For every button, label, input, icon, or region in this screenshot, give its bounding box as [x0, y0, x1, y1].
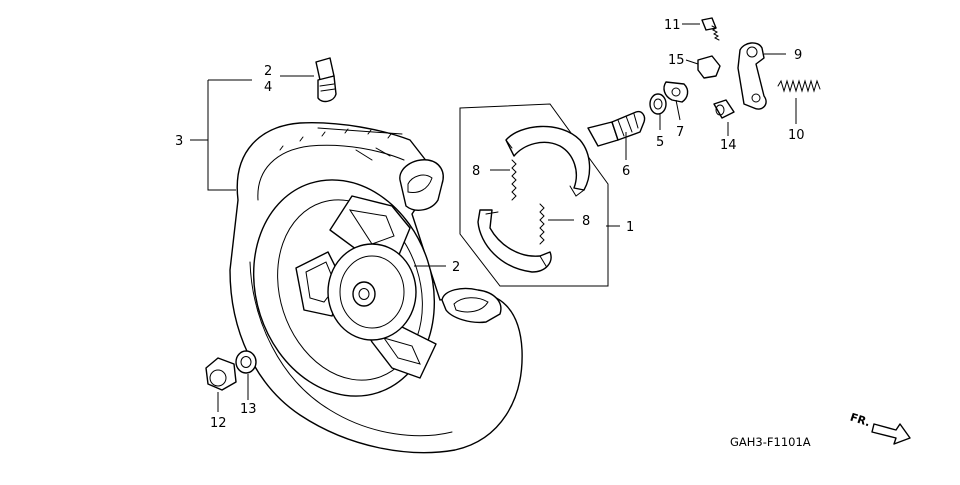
callout-9: 9	[794, 48, 802, 63]
brake-arm	[737, 42, 767, 110]
wear-indicator-plate	[663, 81, 689, 103]
callout-1: 1	[626, 220, 634, 235]
callout-8-upper: 8	[472, 164, 480, 179]
group-box	[459, 103, 609, 287]
callout-13: 13	[240, 402, 257, 417]
brake-shoe-group	[459, 103, 609, 287]
brake-spring-upper	[511, 159, 517, 201]
tire-valve	[315, 57, 337, 103]
collar-nut	[697, 55, 721, 79]
callout-5: 5	[656, 135, 664, 150]
tire-section-upper	[399, 159, 444, 211]
brake-spring-lower	[539, 203, 545, 245]
callout-6: 6	[622, 164, 630, 179]
callout-12: 12	[210, 416, 227, 431]
callout-2-valve: 2	[264, 64, 272, 79]
brake-shoe-lower	[477, 209, 552, 273]
arm-bolt	[701, 17, 720, 41]
collar	[713, 99, 735, 119]
callout-8-lower: 8	[582, 214, 590, 229]
callout-4: 4	[264, 80, 272, 95]
callout-15: 15	[668, 53, 685, 68]
brake-cam	[587, 110, 646, 147]
figure-code: GAH3-F1101A	[730, 435, 811, 449]
callout-2-rim: 2	[452, 260, 460, 275]
tire-section-lower	[441, 287, 502, 324]
leader-lines	[190, 23, 797, 412]
felt-seal	[649, 93, 667, 115]
rear-wheel-assembly	[229, 122, 523, 454]
axle-nut	[205, 357, 237, 391]
callout-10: 10	[788, 128, 805, 143]
callout-7: 7	[676, 125, 684, 140]
callout-14: 14	[720, 138, 737, 153]
direction-label: FR.	[848, 411, 871, 430]
brake-arm-spring	[777, 79, 821, 93]
axle-washer	[235, 350, 257, 374]
callouts: 2 4 3 2 8 8 1 6 5 7 11 15 9 14 10 12 13	[175, 18, 805, 431]
callout-3: 3	[175, 134, 183, 149]
brake-shoe-upper	[505, 125, 591, 191]
front-direction-arrow: FR.	[848, 411, 911, 445]
callout-11: 11	[664, 18, 681, 33]
